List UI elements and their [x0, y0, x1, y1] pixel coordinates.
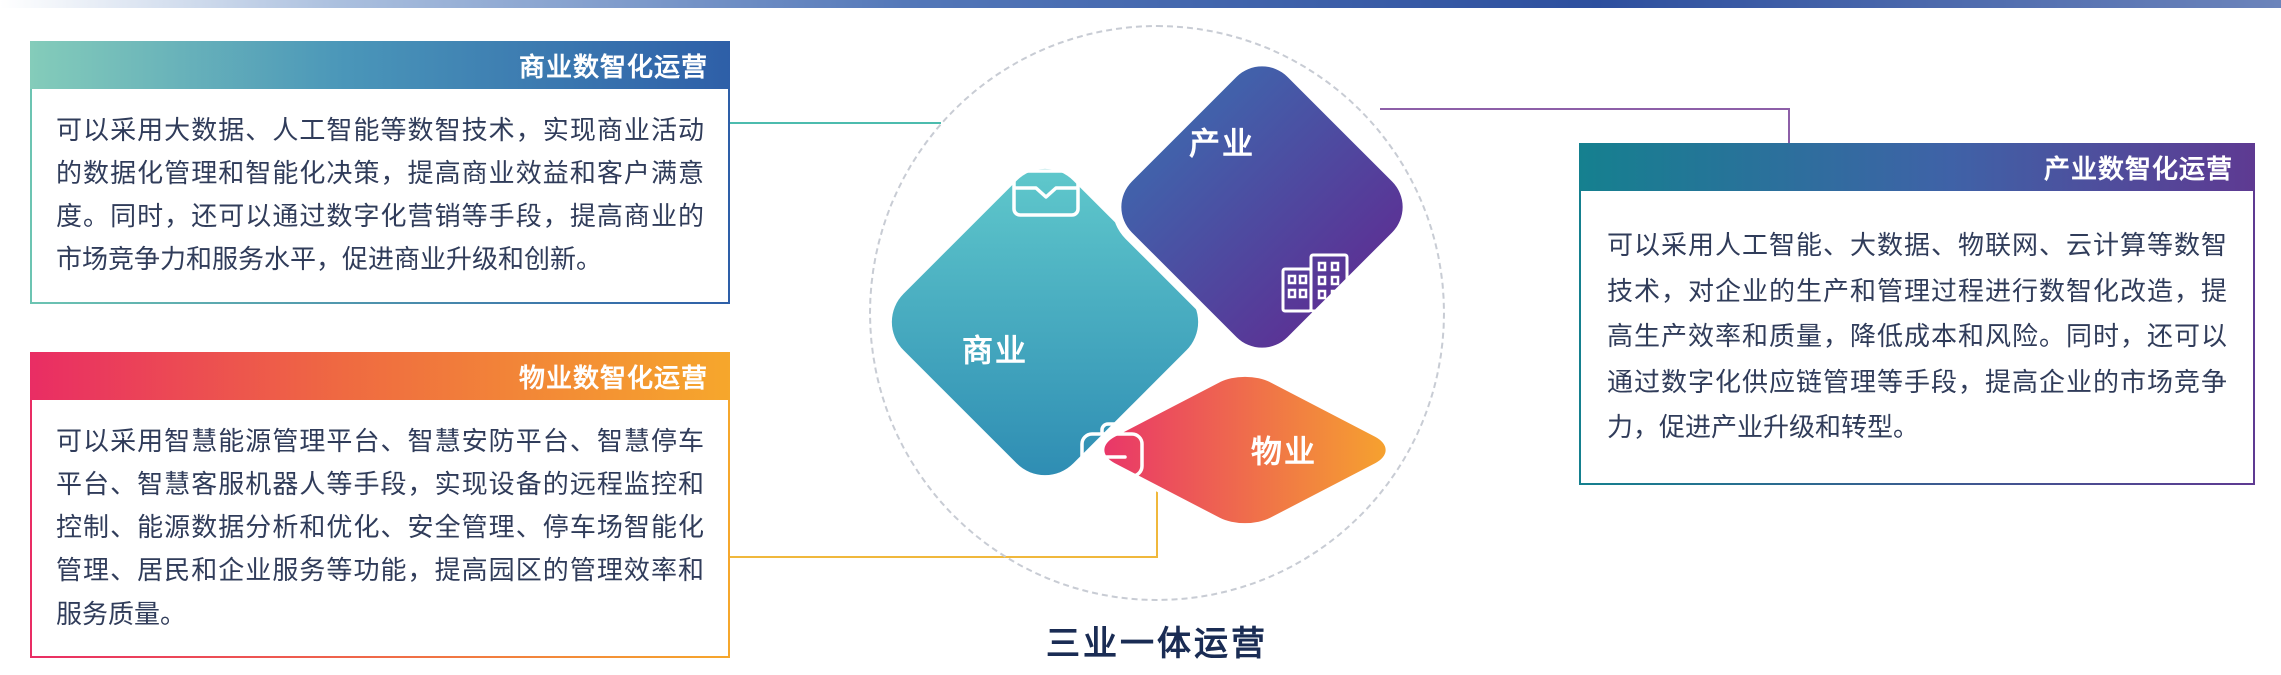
- industry-node-label: 产业: [1189, 126, 1255, 162]
- card-commerce-operations: 商业数智化运营 可以采用大数据、人工智能等数智技术，实现商业活动的数据化管理和智…: [30, 41, 730, 304]
- card-industry-operations: 产业数智化运营 可以采用人工智能、大数据、物联网、云计算等数智技术，对企业的生产…: [1579, 143, 2255, 485]
- buildings-icon: [1275, 245, 1357, 319]
- connector-line-industry-vertical: [1788, 108, 1790, 143]
- card-commerce-title: 商业数智化运营: [30, 41, 730, 89]
- connector-line-property-horizontal: [730, 556, 1158, 558]
- connector-line-commerce: [730, 122, 941, 124]
- card-property-operations: 物业数智化运营 可以采用智慧能源管理平台、智慧安防平台、智慧停车平台、智慧客服机…: [30, 352, 730, 658]
- briefcase-icon: [1007, 155, 1085, 221]
- dashed-circle: [869, 25, 1445, 601]
- toolbox-icon: [1075, 416, 1149, 482]
- property-node-label: 物业: [1251, 434, 1317, 470]
- card-industry-body: 可以采用人工智能、大数据、物联网、云计算等数智技术，对企业的生产和管理过程进行数…: [1579, 191, 2255, 485]
- accent-bar: [0, 0, 2281, 8]
- card-property-body: 可以采用智慧能源管理平台、智慧安防平台、智慧停车平台、智慧客服机器人等手段，实现…: [30, 400, 730, 658]
- commerce-node-label: 商业: [962, 333, 1028, 369]
- diagram-caption: 三业一体运营: [1046, 625, 1268, 663]
- card-property-title: 物业数智化运营: [30, 352, 730, 400]
- card-commerce-body: 可以采用大数据、人工智能等数智技术，实现商业活动的数据化管理和智能化决策，提高商…: [30, 89, 730, 304]
- connector-line-industry-horizontal: [1380, 108, 1790, 110]
- card-industry-title: 产业数智化运营: [1579, 143, 2255, 191]
